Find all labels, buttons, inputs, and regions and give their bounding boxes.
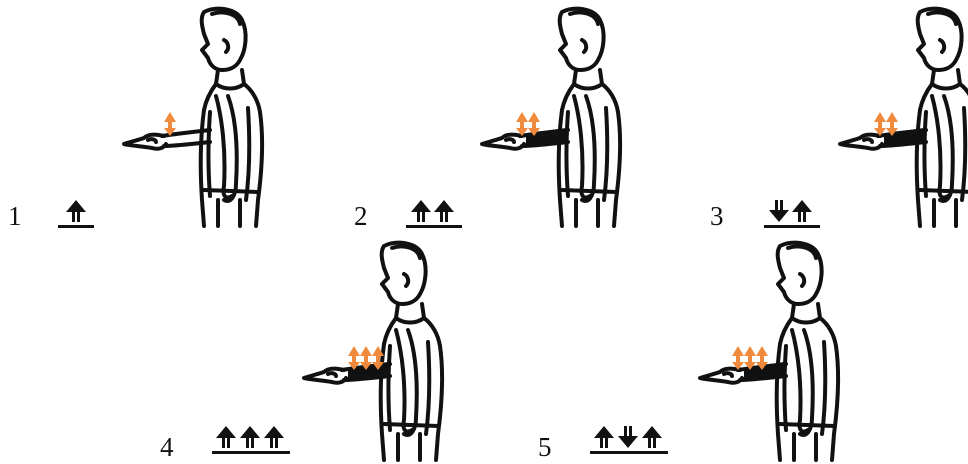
panel-number: 4 bbox=[160, 434, 174, 461]
panel-number: 5 bbox=[538, 434, 552, 461]
notation-single-up bbox=[56, 198, 96, 230]
panel-number: 2 bbox=[354, 203, 368, 230]
person-figure bbox=[470, 0, 660, 230]
panel-number: 3 bbox=[710, 203, 724, 230]
panel-number: 1 bbox=[8, 203, 22, 230]
person-figure bbox=[828, 0, 968, 230]
notation-down-up bbox=[762, 198, 822, 230]
notation-up-up bbox=[404, 198, 464, 230]
orange-arrow-icon bbox=[732, 346, 744, 370]
person-figure bbox=[112, 0, 302, 230]
person-figure bbox=[688, 234, 878, 464]
notation-up-down-up bbox=[588, 424, 670, 456]
person-figure bbox=[292, 234, 482, 464]
orange-arrow-icon bbox=[874, 112, 886, 136]
notation-up-up-up bbox=[210, 424, 292, 456]
orange-arrow-icon bbox=[516, 112, 528, 136]
